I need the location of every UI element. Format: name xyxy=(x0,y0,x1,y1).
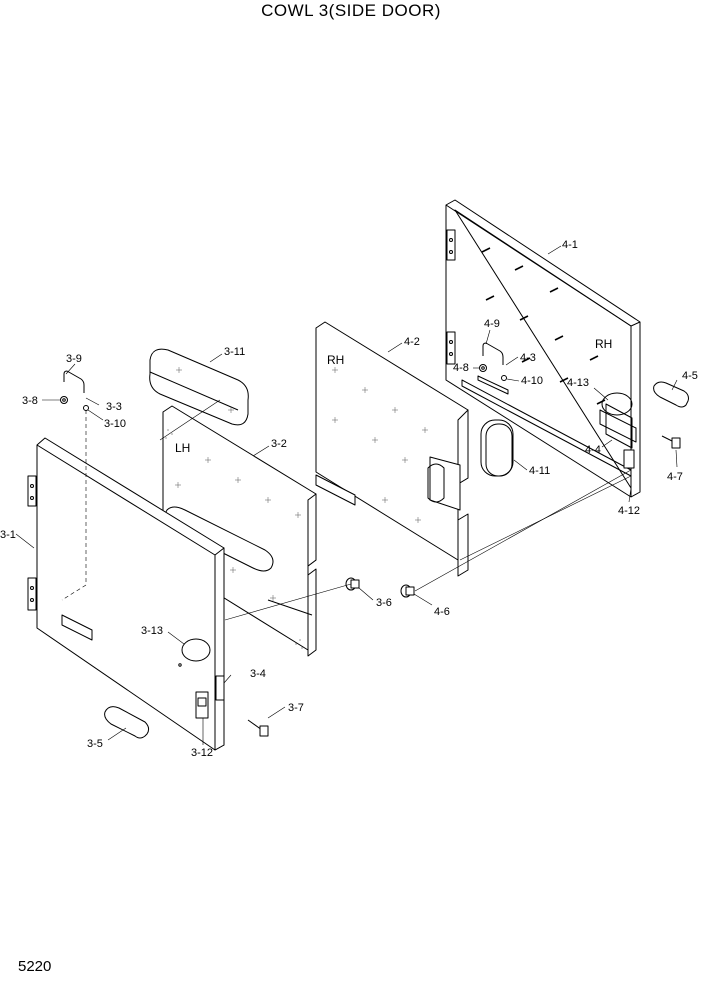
callout-3-12: 3-12 xyxy=(191,747,213,759)
callout-leaders xyxy=(15,245,678,745)
callout-4-13: 4-13 xyxy=(567,377,589,389)
rh-side-label-panel: RH xyxy=(327,353,344,367)
part-3-2-lh-insulation-panel xyxy=(162,405,317,657)
part-4-11-rh-pad xyxy=(480,419,514,477)
diagram-title: COWL 3(SIDE DOOR) xyxy=(261,1,441,20)
callout-3-8: 3-8 xyxy=(22,395,38,407)
callout-4-8: 4-8 xyxy=(453,362,469,374)
callout-4-11: 4-11 xyxy=(529,465,550,477)
callout-4-7: 4-7 xyxy=(667,471,683,483)
part-4-7-bolt xyxy=(661,435,681,449)
callout-3-6: 3-6 xyxy=(376,597,392,609)
callout-4-6: 4-6 xyxy=(434,606,450,618)
part-4-5-handle xyxy=(653,381,689,408)
part-4-13-lock xyxy=(601,392,633,416)
part-3-9-rod-assembly xyxy=(60,370,89,411)
callout-3-5: 3-5 xyxy=(87,738,103,750)
callout-3-11: 3-11 xyxy=(224,346,245,358)
part-3-6-bumper xyxy=(345,577,360,591)
part-3-7-bolt xyxy=(247,719,269,737)
callout-4-10: 4-10 xyxy=(521,375,543,387)
callout-4-12: 4-12 xyxy=(618,505,640,517)
part-3-1-lh-door-panel xyxy=(27,410,225,751)
part-3-5-handle xyxy=(104,706,150,739)
callout-3-7: 3-7 xyxy=(288,702,304,714)
assembly-guide-lines xyxy=(159,399,632,621)
callout-4-2: 4-2 xyxy=(404,336,420,348)
callout-4-1: 4-1 xyxy=(562,239,578,251)
lh-side-label: LH xyxy=(175,441,190,455)
part-4-2-rh-insulation-panel xyxy=(315,321,469,577)
callout-4-9: 4-9 xyxy=(484,318,500,330)
part-4-1-rh-door-frame xyxy=(445,199,641,498)
callout-3-4: 3-4 xyxy=(250,668,266,680)
callout-3-3: 3-3 xyxy=(106,401,122,413)
callout-3-1: 3-1 xyxy=(0,529,16,541)
rh-side-label-frame: RH xyxy=(595,337,612,351)
part-4-6-bumper xyxy=(400,584,415,598)
callout-3-2: 3-2 xyxy=(271,438,287,450)
part-3-11-lh-pad xyxy=(149,348,249,426)
callout-3-13: 3-13 xyxy=(141,625,163,637)
callout-3-9: 3-9 xyxy=(66,353,82,365)
page-number: 5220 xyxy=(18,958,52,975)
callout-3-10: 3-10 xyxy=(104,418,126,430)
part-4-4-plate xyxy=(599,409,637,443)
callout-4-5: 4-5 xyxy=(682,370,698,382)
callout-4-3: 4-3 xyxy=(520,352,536,364)
callout-4-4: 4-4 xyxy=(585,444,601,456)
